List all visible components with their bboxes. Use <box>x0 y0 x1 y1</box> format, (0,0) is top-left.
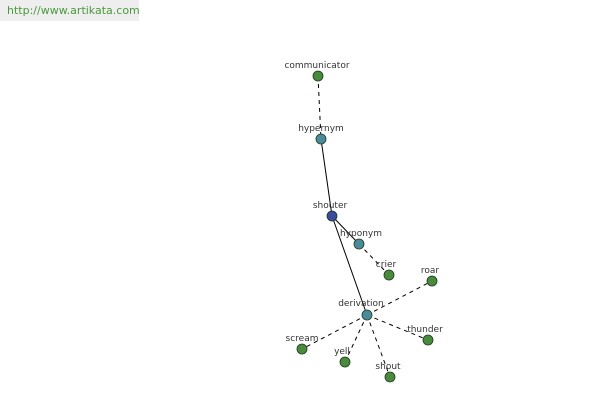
node-shout[interactable]: shout <box>375 362 401 383</box>
node-circle-shouter[interactable] <box>326 210 338 222</box>
node-circle-hypernym[interactable] <box>315 133 327 145</box>
node-derivation[interactable]: derivation <box>338 299 384 321</box>
edge-derivation-shout <box>366 314 391 378</box>
edge-layer <box>301 75 433 378</box>
edge-shouter-derivation <box>331 215 368 316</box>
edge-hyponym-crier <box>358 243 390 276</box>
node-label-thunder: thunder <box>407 325 443 335</box>
node-circle-yell[interactable] <box>339 356 351 368</box>
node-shouter[interactable]: shouter <box>313 201 348 222</box>
node-circle-derivation[interactable] <box>361 309 373 321</box>
node-roar[interactable]: roar <box>421 266 440 287</box>
edge-derivation-roar <box>366 280 433 316</box>
node-scream[interactable]: scream <box>286 334 319 355</box>
node-label-communicator: communicator <box>284 61 349 71</box>
node-label-shouter: shouter <box>313 201 348 211</box>
node-label-roar: roar <box>421 266 440 276</box>
node-layer: communicator hypernym shouter hyponym crier d… <box>284 61 443 383</box>
node-label-hyponym: hyponym <box>340 229 382 239</box>
node-communicator[interactable]: communicator <box>284 61 350 82</box>
node-circle-scream[interactable] <box>296 343 308 355</box>
edge-derivation-yell <box>344 314 368 363</box>
url-banner: http://www.artikata.com <box>0 0 140 21</box>
node-yell[interactable]: yell <box>334 347 351 368</box>
site-url-link[interactable]: http://www.artikata.com <box>7 4 140 17</box>
node-label-shout: shout <box>375 362 401 372</box>
edge-shouter-hyponym <box>331 215 360 245</box>
node-label-scream: scream <box>286 334 319 344</box>
node-circle-communicator[interactable] <box>312 70 324 82</box>
edge-hypernym-shouter <box>320 138 333 217</box>
node-thunder[interactable]: thunder <box>407 325 443 346</box>
node-hypernym[interactable]: hypernym <box>298 124 344 145</box>
node-hyponym[interactable]: hyponym <box>340 229 382 250</box>
node-circle-shout[interactable] <box>384 371 396 383</box>
node-circle-roar[interactable] <box>426 275 438 287</box>
edge-communicator-hypernym <box>317 75 322 140</box>
node-label-yell: yell <box>334 347 350 357</box>
edge-derivation-thunder <box>366 314 429 341</box>
node-label-crier: crier <box>376 260 397 270</box>
node-circle-crier[interactable] <box>383 269 395 281</box>
node-circle-hyponym[interactable] <box>353 238 365 250</box>
node-circle-thunder[interactable] <box>422 334 434 346</box>
node-label-derivation: derivation <box>338 299 384 309</box>
node-crier[interactable]: crier <box>376 260 397 281</box>
node-label-hypernym: hypernym <box>298 124 344 134</box>
